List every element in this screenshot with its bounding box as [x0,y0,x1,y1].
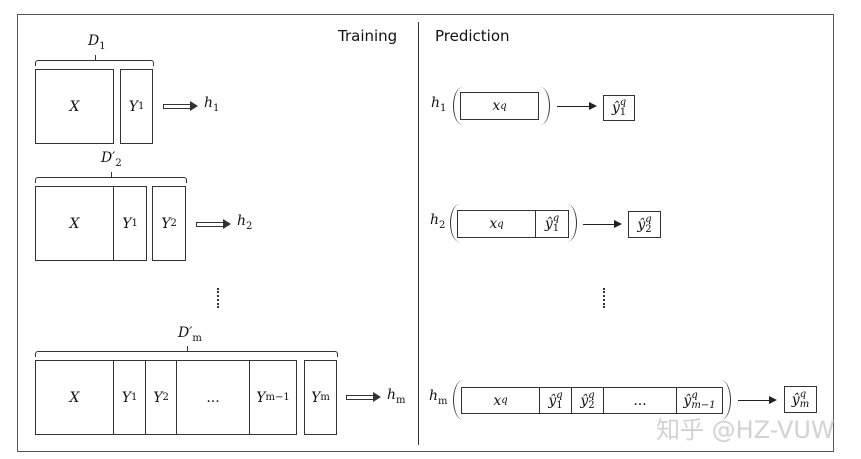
double-arrow-icon [163,101,198,111]
parentheses [453,87,550,125]
dataset-label-d1: D1 [88,33,106,52]
dataset-label-dm: D′m [178,325,202,344]
label-column-ellipsis: ... [176,360,250,435]
model-label-hm: hm [387,387,406,406]
vertical-ellipsis-icon [217,288,221,308]
model-label-hm: hm [429,388,448,407]
double-arrow-icon [196,219,231,229]
prediction-heading: Prediction [435,27,510,45]
model-label-h2: h2 [430,212,446,231]
watermark: 知乎 @HZ-VUW [656,416,835,444]
diagram-frame [17,14,834,452]
dataset-brace [35,172,187,183]
model-label-h2: h2 [237,213,253,232]
feature-matrix-x: X [35,186,114,261]
arrow-right-icon [557,100,597,112]
feature-matrix-x: X [35,360,114,435]
arrow-right-icon [583,218,622,230]
model-label-h1: h1 [431,95,447,114]
dataset-label-d2: D′2 [101,150,122,169]
parentheses [450,204,577,242]
parentheses [453,380,731,420]
vertical-ellipsis-icon [603,288,607,308]
section-divider [418,22,419,445]
feature-matrix-x: X [35,69,114,144]
model-label-h1: h1 [204,95,220,114]
dataset-brace [35,55,154,66]
arrow-right-icon [738,394,777,406]
double-arrow-icon [346,392,381,402]
dataset-brace [35,346,338,357]
training-heading: Training [338,27,398,45]
